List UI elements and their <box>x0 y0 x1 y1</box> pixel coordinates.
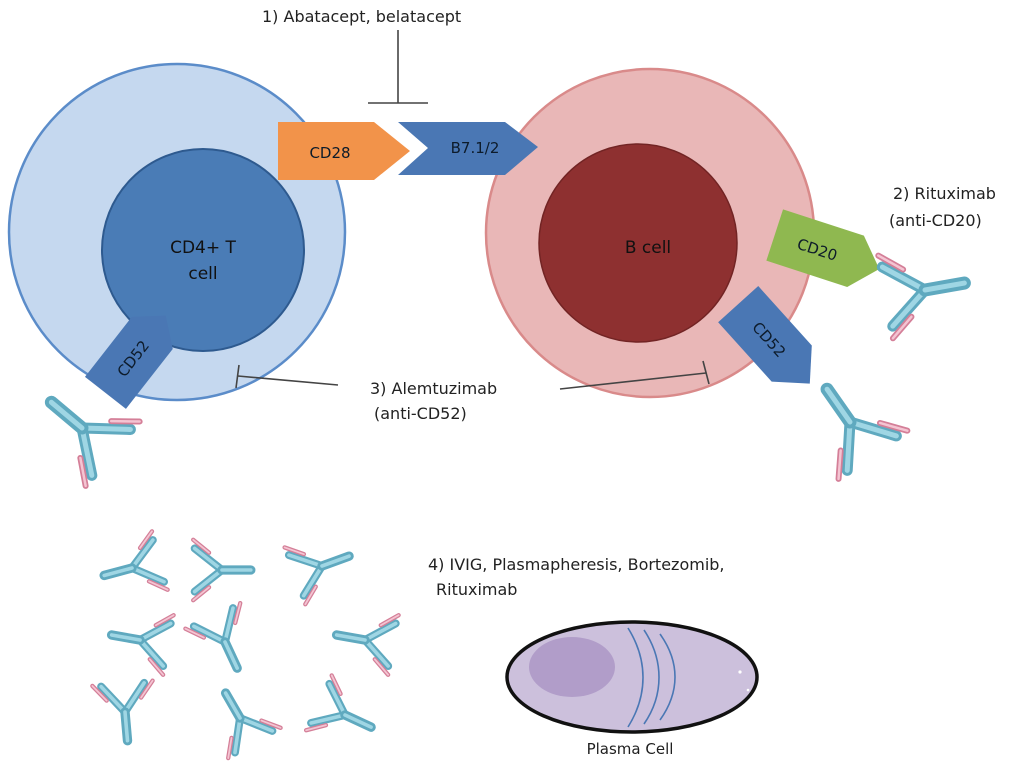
t-cell-nucleus <box>101 148 305 352</box>
plasma-er-line <box>659 633 676 721</box>
antibody-icon <box>193 540 251 600</box>
cd52-receptor-b: CD52 <box>718 286 812 384</box>
antibody-icon <box>92 681 157 744</box>
plasma-cell-label: Plasma Cell <box>587 740 674 758</box>
t-cell: CD4+ T cell <box>7 62 347 402</box>
t-cell-label-line1: CD4+ T <box>170 238 236 258</box>
antibody-icon <box>106 605 173 675</box>
antibody-icon <box>185 603 264 681</box>
step2-label-line1: 2) Rituximab <box>893 184 996 203</box>
t-cell-label-line2: cell <box>188 264 217 284</box>
antibody-icon <box>96 531 167 604</box>
step1-inhibition-bar-icon <box>368 30 428 104</box>
cd20-receptor: CD20 <box>766 209 880 287</box>
cd28-label: CD28 <box>309 144 350 162</box>
step3-right-inhibition-bar-icon <box>559 360 710 390</box>
step3-label-line1: 3) Alemtuzimab <box>370 379 497 398</box>
step3-label-line2: (anti-CD52) <box>374 404 467 423</box>
plasma-cell: Plasma Cell <box>505 620 759 758</box>
b-cell-nucleus <box>538 143 738 343</box>
antibody-icon <box>331 605 398 675</box>
cd28-receptor: CD28 <box>278 122 410 180</box>
b7-label: B7.1/2 <box>451 139 500 157</box>
step3-left-inhibition-bar-icon <box>235 364 339 389</box>
cd52-receptor-t: CD52 <box>84 315 173 409</box>
plasma-cell-nucleus <box>529 637 615 697</box>
step4-label-line2: Rituximab <box>436 580 517 599</box>
antibody-icon <box>306 675 384 754</box>
b-cell-label: B cell <box>625 238 671 258</box>
rituximab-antibody-icon <box>878 242 971 339</box>
plasma-er-line <box>643 629 660 725</box>
ivig-antibody-grid <box>92 528 398 758</box>
antibody-icon <box>199 678 280 758</box>
step4-label-line1: 4) IVIG, Plasmapheresis, Bortezomib, <box>428 555 725 574</box>
plasma-er-line <box>627 627 644 728</box>
step2-label-line2: (anti-CD20) <box>889 211 982 230</box>
b7-receptor: B7.1/2 <box>398 122 538 175</box>
step1-label: 1) Abatacept, belatacept <box>262 7 461 26</box>
antibody-icon <box>285 528 360 605</box>
